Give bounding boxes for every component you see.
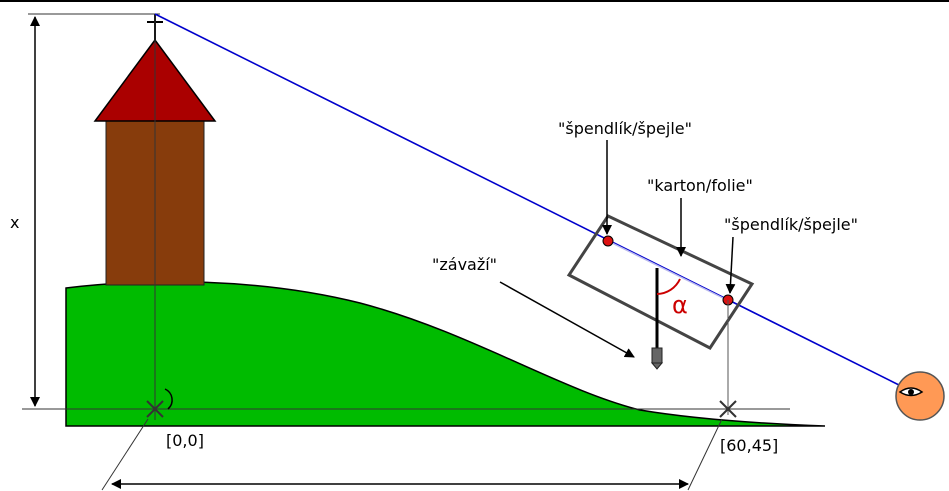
bottom-extension-left [101, 418, 149, 491]
eye-icon [895, 371, 945, 421]
weight-icon [650, 347, 664, 370]
angle-label: α [672, 291, 688, 319]
cardboard-label: "karton/folie" [647, 176, 753, 195]
weight-label: "závaží" [432, 255, 497, 274]
pin-dot-left [602, 235, 614, 247]
cardboard-sheet [566, 214, 755, 350]
sight-line [154, 13, 906, 389]
hill [65, 281, 826, 427]
pin-connector [607, 240, 728, 301]
point-b-x-mark-icon [719, 400, 737, 418]
x-dimension-label: x [10, 213, 19, 232]
angle-arc [656, 278, 681, 295]
pin-right-arrow [725, 236, 736, 294]
bottom-extension-right [687, 418, 723, 491]
weight-arrow [499, 281, 635, 358]
origin-x-mark-icon [146, 400, 164, 418]
origin-angle-arc [164, 388, 173, 410]
origin-label: [0,0] [166, 431, 204, 450]
pin-top-label: "špendlík/špejle" [558, 119, 692, 138]
point-b-label: [60,45] [720, 436, 778, 455]
pin-right-label: "špendlík/špejle" [724, 215, 858, 234]
